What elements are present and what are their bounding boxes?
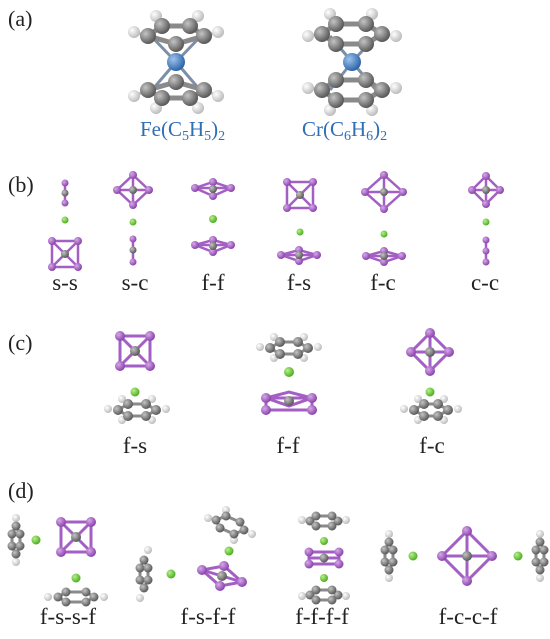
panel-label-c: (c) (8, 330, 33, 355)
chain-d-f-s-s-f (7, 514, 108, 607)
caption-b-f-s: f-s (286, 270, 312, 295)
panel-label-a: (a) (8, 6, 33, 31)
cluster-s-s (48, 179, 82, 271)
sandwich-c-f-s (104, 331, 170, 424)
caption-d-f-c-c-f: f-c-c-f (438, 604, 498, 629)
caption-b-s-c: s-c (121, 270, 149, 295)
cluster-c-c (468, 172, 504, 266)
caption-c-f-c: f-c (419, 433, 445, 458)
cluster-f-c (361, 171, 407, 266)
chain-d-f-s-f-f (135, 506, 256, 602)
caption-d-f-s-s-f: f-s-s-f (39, 604, 97, 629)
panel-label-d: (d) (8, 478, 34, 503)
dibenzene-chromium-atoms (302, 8, 402, 116)
panel-label-b: (b) (8, 172, 34, 197)
cluster-f-f (191, 178, 235, 256)
cluster-f-s (276, 178, 322, 265)
caption-d-f-f-f-f: f-f-f-f (295, 604, 349, 629)
caption-b-f-f: f-f (201, 270, 225, 295)
ferrocene-formula: Fe(C5H5)2 (140, 117, 226, 144)
caption-c-f-f: f-f (276, 433, 300, 458)
caption-b-s-s: s-s (52, 270, 78, 295)
caption-b-f-c: f-c (370, 270, 396, 295)
caption-b-c-c: c-c (470, 270, 500, 295)
cluster-s-c (113, 171, 153, 266)
caption-c-f-s: f-s (122, 433, 148, 458)
dibenzene-chromium-formula: Cr(C6H6)2 (302, 117, 388, 144)
chain-d-f-f-f-f (298, 511, 350, 605)
sandwich-c-f-c (400, 328, 462, 424)
caption-d-f-s-f-f: f-s-f-f (180, 604, 236, 629)
sandwich-c-f-f (256, 333, 322, 415)
chain-d-f-c-c-f (380, 526, 549, 586)
ferrocene-atoms (128, 10, 224, 114)
